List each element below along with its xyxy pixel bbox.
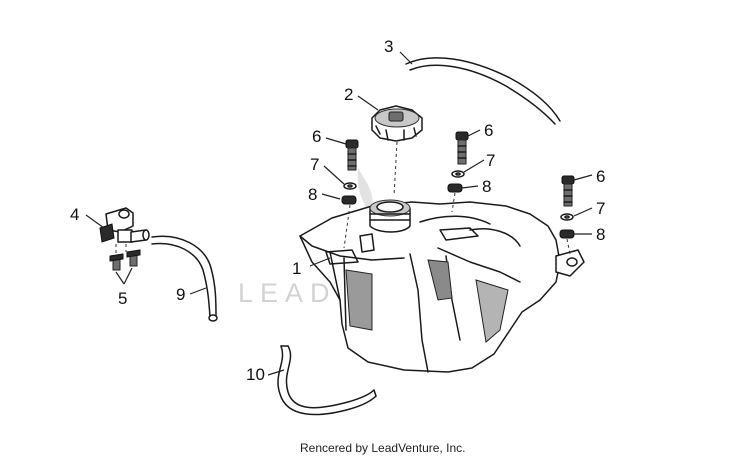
callout-4: 4 <box>70 205 79 224</box>
callout-3: 3 <box>384 37 393 56</box>
watermark-logo <box>357 168 373 214</box>
callout-7-right: 7 <box>596 199 605 218</box>
callout-8-middle: 8 <box>482 177 491 196</box>
leader-lines <box>85 51 593 376</box>
callout-labels: 1 2 3 4 5 6 6 6 7 7 7 8 8 8 9 10 <box>70 37 605 384</box>
fuel-cap-part-2 <box>371 105 423 197</box>
bolt-stack-middle <box>447 131 469 213</box>
callout-1: 1 <box>292 259 301 278</box>
callout-8-right: 8 <box>596 225 605 244</box>
callout-10: 10 <box>246 365 265 384</box>
callout-7-left: 7 <box>310 155 319 174</box>
fuel-tank-part-1 <box>299 199 585 373</box>
callout-6-right: 6 <box>596 167 605 186</box>
callout-9: 9 <box>176 285 185 304</box>
hose-part-3 <box>405 57 561 125</box>
callout-8-left: 8 <box>308 185 317 204</box>
fuel-valve-part-4 <box>99 207 150 243</box>
screws-part-5 <box>109 244 141 271</box>
callout-7-middle: 7 <box>486 151 495 170</box>
hose-part-9 <box>151 235 218 322</box>
hose-part-10 <box>277 345 377 416</box>
callout-6-middle: 6 <box>484 121 493 140</box>
bolt-stack-left <box>341 139 359 249</box>
callout-5: 5 <box>118 289 127 308</box>
bolt-stack-right <box>559 175 575 255</box>
callout-6-left: 6 <box>312 127 321 146</box>
render-credit: Rencered by LeadVenture, Inc. <box>300 441 465 455</box>
callout-2: 2 <box>344 85 353 104</box>
